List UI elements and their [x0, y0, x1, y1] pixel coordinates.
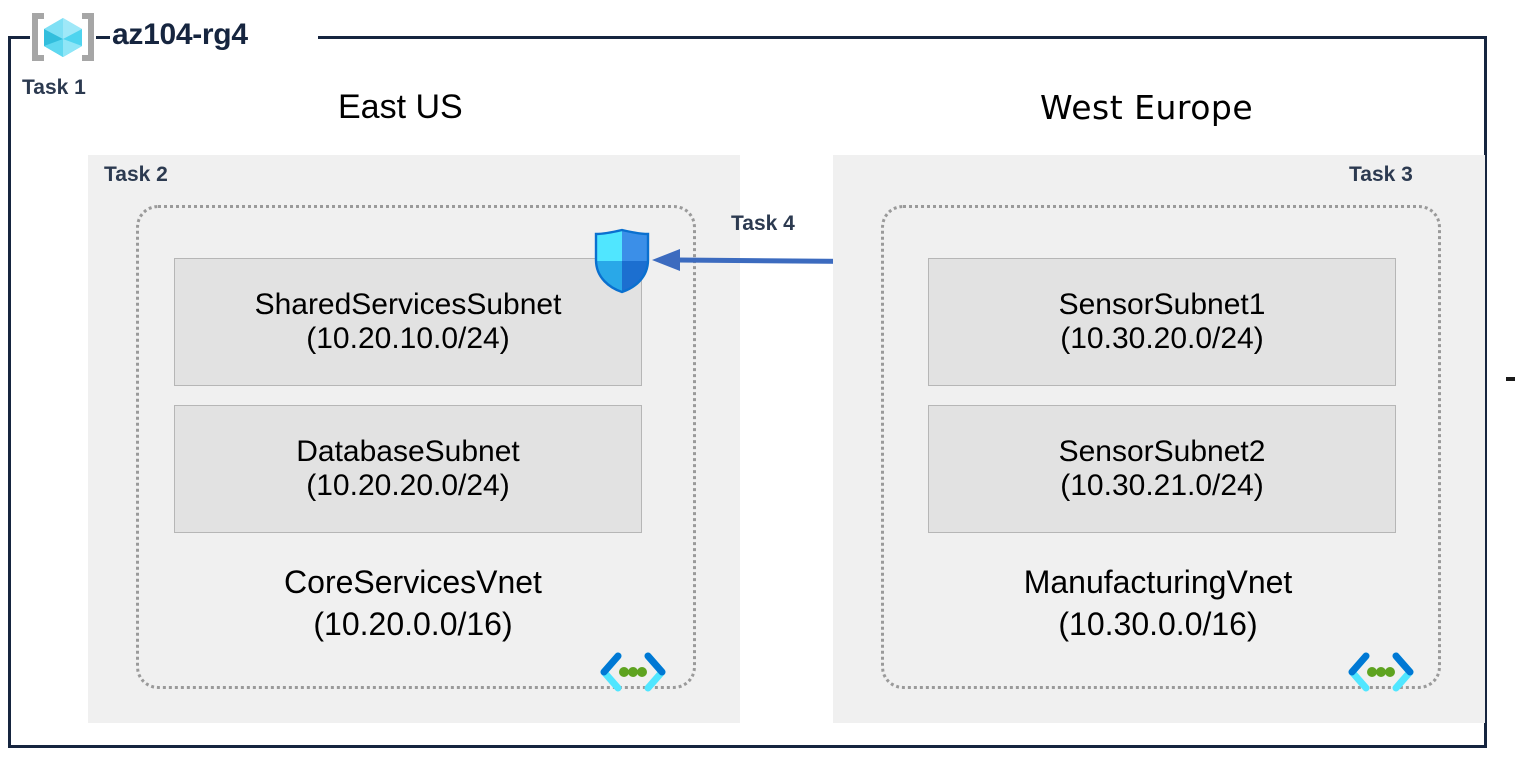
- resource-group-border-bottom: [8, 745, 1487, 748]
- vnet-name: ManufacturingVnet: [1023, 564, 1293, 600]
- resource-group-border-left: [8, 36, 11, 748]
- subnet-cidr: (10.30.20.0/24): [1060, 322, 1264, 355]
- task-4-label: Task 4: [731, 212, 795, 235]
- resource-group-border-top-left-stub: [8, 36, 30, 39]
- subnet-sensorsubnet1[interactable]: SensorSubnet1 (10.30.20.0/24): [928, 258, 1396, 386]
- vnet-container-manufacturingvnet: [881, 205, 1441, 689]
- virtual-network-icon: [1348, 652, 1414, 692]
- subnet-cidr: (10.20.10.0/24): [306, 322, 510, 355]
- vnet-cidr: (10.30.0.0/16): [1058, 605, 1258, 642]
- vnet-container-coreservicesvnet: [136, 205, 696, 689]
- vnet-name: CoreServicesVnet: [284, 564, 542, 600]
- resource-group-border-right: [1484, 36, 1487, 748]
- subnet-databasesubnet[interactable]: DatabaseSubnet (10.20.20.0/24): [174, 405, 642, 533]
- vnet-caption-coreservicesvnet: CoreServicesVnet (10.20.0.0/16): [136, 562, 690, 645]
- region-title-east-us: East US: [338, 88, 463, 126]
- resource-group-border-top-right: [318, 36, 1487, 39]
- task-1-label: Task 1: [22, 76, 86, 99]
- task-2-label: Task 2: [104, 163, 168, 186]
- vnet-cidr: (10.20.0.0/16): [313, 605, 513, 642]
- subnet-name: SensorSubnet1: [1058, 288, 1266, 322]
- resource-group-title: az104-rg4: [112, 18, 248, 51]
- vnet-caption-manufacturingvnet: ManufacturingVnet (10.30.0.0/16): [881, 562, 1435, 645]
- subnet-name: SharedServicesSubnet: [254, 288, 562, 322]
- resource-group-border-top-mid-stub: [96, 36, 110, 39]
- subnet-cidr: (10.20.20.0/24): [306, 469, 510, 502]
- subnet-sharedservicessubnet[interactable]: SharedServicesSubnet (10.20.10.0/24): [174, 258, 642, 386]
- region-title-west-europe: West Europe: [1040, 88, 1254, 127]
- network-security-group-shield-icon[interactable]: [592, 228, 652, 294]
- subnet-name: SensorSubnet2: [1058, 435, 1266, 469]
- task-3-label: Task 3: [1349, 163, 1413, 186]
- virtual-network-icon: [600, 652, 666, 692]
- subnet-sensorsubnet2[interactable]: SensorSubnet2 (10.30.21.0/24): [928, 405, 1396, 533]
- subnet-name: DatabaseSubnet: [296, 435, 520, 469]
- edge-artifact-mark: [1506, 377, 1515, 381]
- subnet-cidr: (10.30.21.0/24): [1060, 469, 1264, 502]
- resource-group-cube-icon: [32, 13, 94, 61]
